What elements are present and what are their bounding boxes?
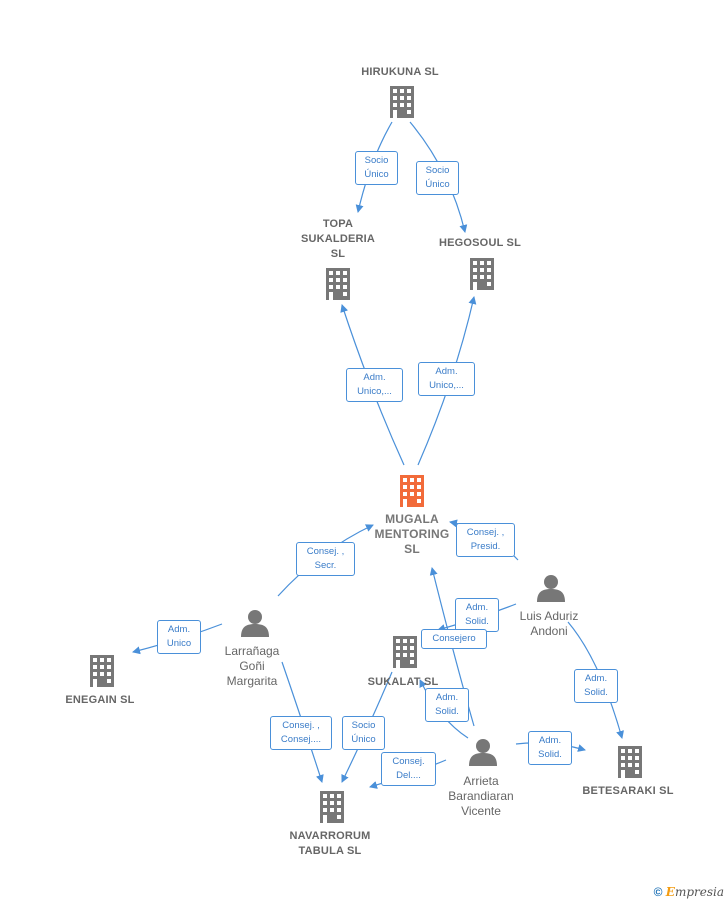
- edge-label-line: Secr.: [314, 560, 337, 571]
- node-label-line: Larrañaga: [224, 644, 280, 658]
- building-icon-hegosoul: [470, 258, 494, 290]
- edge-label-line: Consej....: [280, 734, 322, 745]
- edge-label-line: Solid.: [538, 749, 562, 760]
- edge-label-luis-sukalat[interactable]: Adm. Solid.: [455, 598, 499, 632]
- edge-label-line: Socio: [425, 165, 450, 176]
- edge-label-line: Adm.: [465, 602, 489, 613]
- edge-label-line: Unico: [166, 638, 192, 649]
- building-icon-hirukuna: [390, 86, 414, 118]
- brand-footer[interactable]: © Empresia: [654, 885, 724, 899]
- edge-label-luis-betesaraki[interactable]: Adm. Solid.: [574, 669, 618, 703]
- node-label-navarrorum[interactable]: NAVARRORUM TABULA SL: [280, 829, 380, 859]
- edge-arrieta-mugala: [429, 567, 475, 727]
- node-label-betesaraki[interactable]: BETESARAKI SL: [582, 785, 674, 797]
- building-icon-betesaraki: [618, 746, 642, 778]
- copyright-icon: ©: [653, 885, 663, 899]
- edge-label-luis-mugala[interactable]: Consej. , Presid.: [456, 523, 515, 557]
- node-label-enegain[interactable]: ENEGAIN SL: [65, 694, 135, 706]
- edge-label-line: Adm.: [363, 372, 386, 383]
- edge-label-line: Único: [425, 179, 450, 190]
- node-label-line: SL: [330, 248, 346, 260]
- edge-label-line: Unico,...: [357, 386, 392, 397]
- edge-label-line: Adm.: [435, 692, 459, 703]
- edge-label-line: Solid.: [435, 706, 459, 717]
- node-label-line: Goñi: [239, 659, 265, 673]
- node-label-line: Arrieta: [463, 774, 499, 788]
- node-label-larranaga[interactable]: Larrañaga Goñi Margarita: [202, 644, 302, 689]
- node-label-hegosoul[interactable]: HEGOSOUL SL: [438, 237, 522, 249]
- person-icon-luis: [537, 575, 565, 602]
- node-label-line: SL: [404, 542, 420, 556]
- node-label-line: Andoni: [530, 624, 568, 638]
- edge-label-line: Adm.: [167, 624, 191, 635]
- node-label-mugala[interactable]: MUGALA MENTORING SL: [362, 512, 462, 557]
- node-label-line: TOPA: [322, 218, 354, 230]
- building-icon-navarrorum: [320, 791, 344, 823]
- node-label-line: Luis Aduriz: [519, 609, 579, 623]
- edge-label-arrieta-sukalat[interactable]: Adm. Solid.: [425, 688, 469, 722]
- node-label-line: Vicente: [461, 804, 501, 818]
- person-icon-arrieta: [469, 739, 497, 766]
- node-label-line: NAVARRORUM: [289, 830, 371, 842]
- edge-label-mugala-topa[interactable]: Adm. Unico,...: [346, 368, 403, 402]
- building-icon-sukalat: [393, 636, 417, 668]
- company-icons: [90, 86, 642, 823]
- edge-label-line: Adm.: [538, 735, 562, 746]
- edge-label-line: Adm.: [435, 366, 458, 377]
- edge-label-line: Adm.: [584, 673, 608, 684]
- edge-label-line: Del....: [396, 770, 421, 781]
- edge-label-line: Socio: [364, 155, 389, 166]
- edge-label-mugala-hegosoul[interactable]: Adm. Unico,...: [418, 362, 475, 396]
- node-label-topa[interactable]: TOPA SUKALDERIA SL: [288, 217, 388, 262]
- building-icon-topa: [326, 268, 350, 300]
- edge-label-line: Presid.: [470, 541, 501, 552]
- edge-label-line: Único: [351, 734, 376, 745]
- node-label-hirukuna[interactable]: HIRUKUNA SL: [361, 66, 439, 78]
- edge-label-line: Solid.: [584, 687, 608, 698]
- edge-label-line: Socio: [351, 720, 376, 731]
- building-icon-mugala: [400, 475, 424, 507]
- edge-label-line: Consej. ,: [466, 527, 505, 538]
- edge-label-arrieta-navarrorum[interactable]: Consej. Del....: [381, 752, 436, 786]
- edge-label-line: Unico,...: [429, 380, 464, 391]
- node-label-line: MENTORING: [374, 527, 450, 541]
- edge-label-line: Solid.: [465, 616, 489, 627]
- edge-label-line: Consej. ,: [282, 720, 320, 731]
- brand-logo-letter: E: [665, 885, 675, 899]
- node-label-line: MUGALA: [385, 512, 439, 526]
- node-label-sukalat[interactable]: SUKALAT SL: [367, 676, 439, 688]
- brand-name: mpresia: [674, 885, 724, 899]
- building-icon-enegain: [90, 655, 114, 687]
- node-label-line: Margarita: [226, 674, 278, 688]
- node-label-line: SUKALDERIA: [300, 233, 376, 245]
- node-label-arrieta[interactable]: Arrieta Barandiaran Vicente: [431, 774, 531, 819]
- node-label-luis[interactable]: Luis Aduriz Andoni: [499, 609, 599, 639]
- edge-label-larranaga-enegain[interactable]: Adm. Unico: [157, 620, 201, 654]
- edge-label-line: Consej.: [392, 756, 425, 767]
- node-label-line: Barandiaran: [448, 789, 514, 803]
- edge-label-line: Consej. ,: [306, 546, 345, 557]
- edge-label-line: Único: [364, 169, 389, 180]
- edge-label-line: Consejero: [432, 633, 476, 644]
- edge-label-arrieta-betesaraki[interactable]: Adm. Solid.: [528, 731, 572, 765]
- person-icon-larranaga: [241, 610, 269, 637]
- node-label-line: TABULA SL: [298, 845, 362, 857]
- edge-label-arrieta-mugala[interactable]: Consejero: [421, 629, 487, 649]
- edge-label-larranaga-mugala[interactable]: Consej. , Secr.: [296, 542, 355, 576]
- edge-label-larranaga-navarrorum[interactable]: Consej. , Consej....: [270, 716, 332, 750]
